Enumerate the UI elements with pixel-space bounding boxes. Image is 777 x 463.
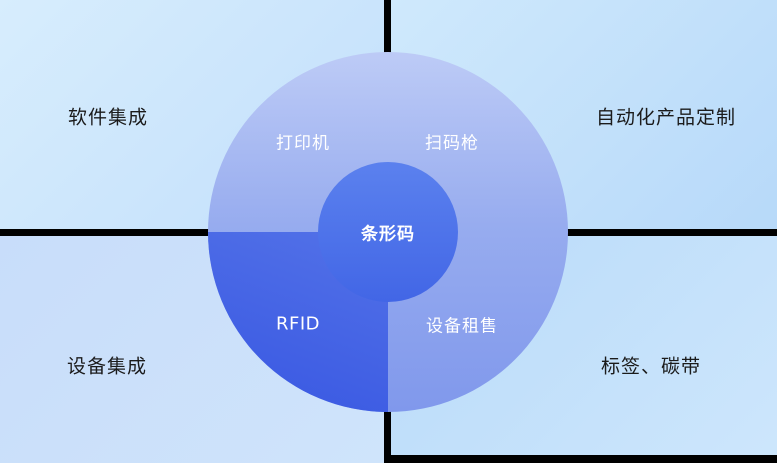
corner-label-software-integration: 软件集成 <box>67 106 149 129</box>
bottom-edge-line <box>384 455 777 463</box>
ring-label-equipment-rental: 设备租售 <box>426 316 498 337</box>
ring-label-scanner: 扫码枪 <box>425 133 479 154</box>
ring-label-rfid: RFID <box>275 313 321 335</box>
ring-label-printer: 打印机 <box>276 133 330 154</box>
corner-label-device-integration: 设备集成 <box>66 355 148 378</box>
corner-label-automation-customization: 自动化产品定制 <box>595 106 737 129</box>
corner-label-labels-ribbons: 标签、碳带 <box>600 355 702 378</box>
center-label-barcode: 条形码 <box>361 224 415 245</box>
center-circle <box>318 162 458 302</box>
